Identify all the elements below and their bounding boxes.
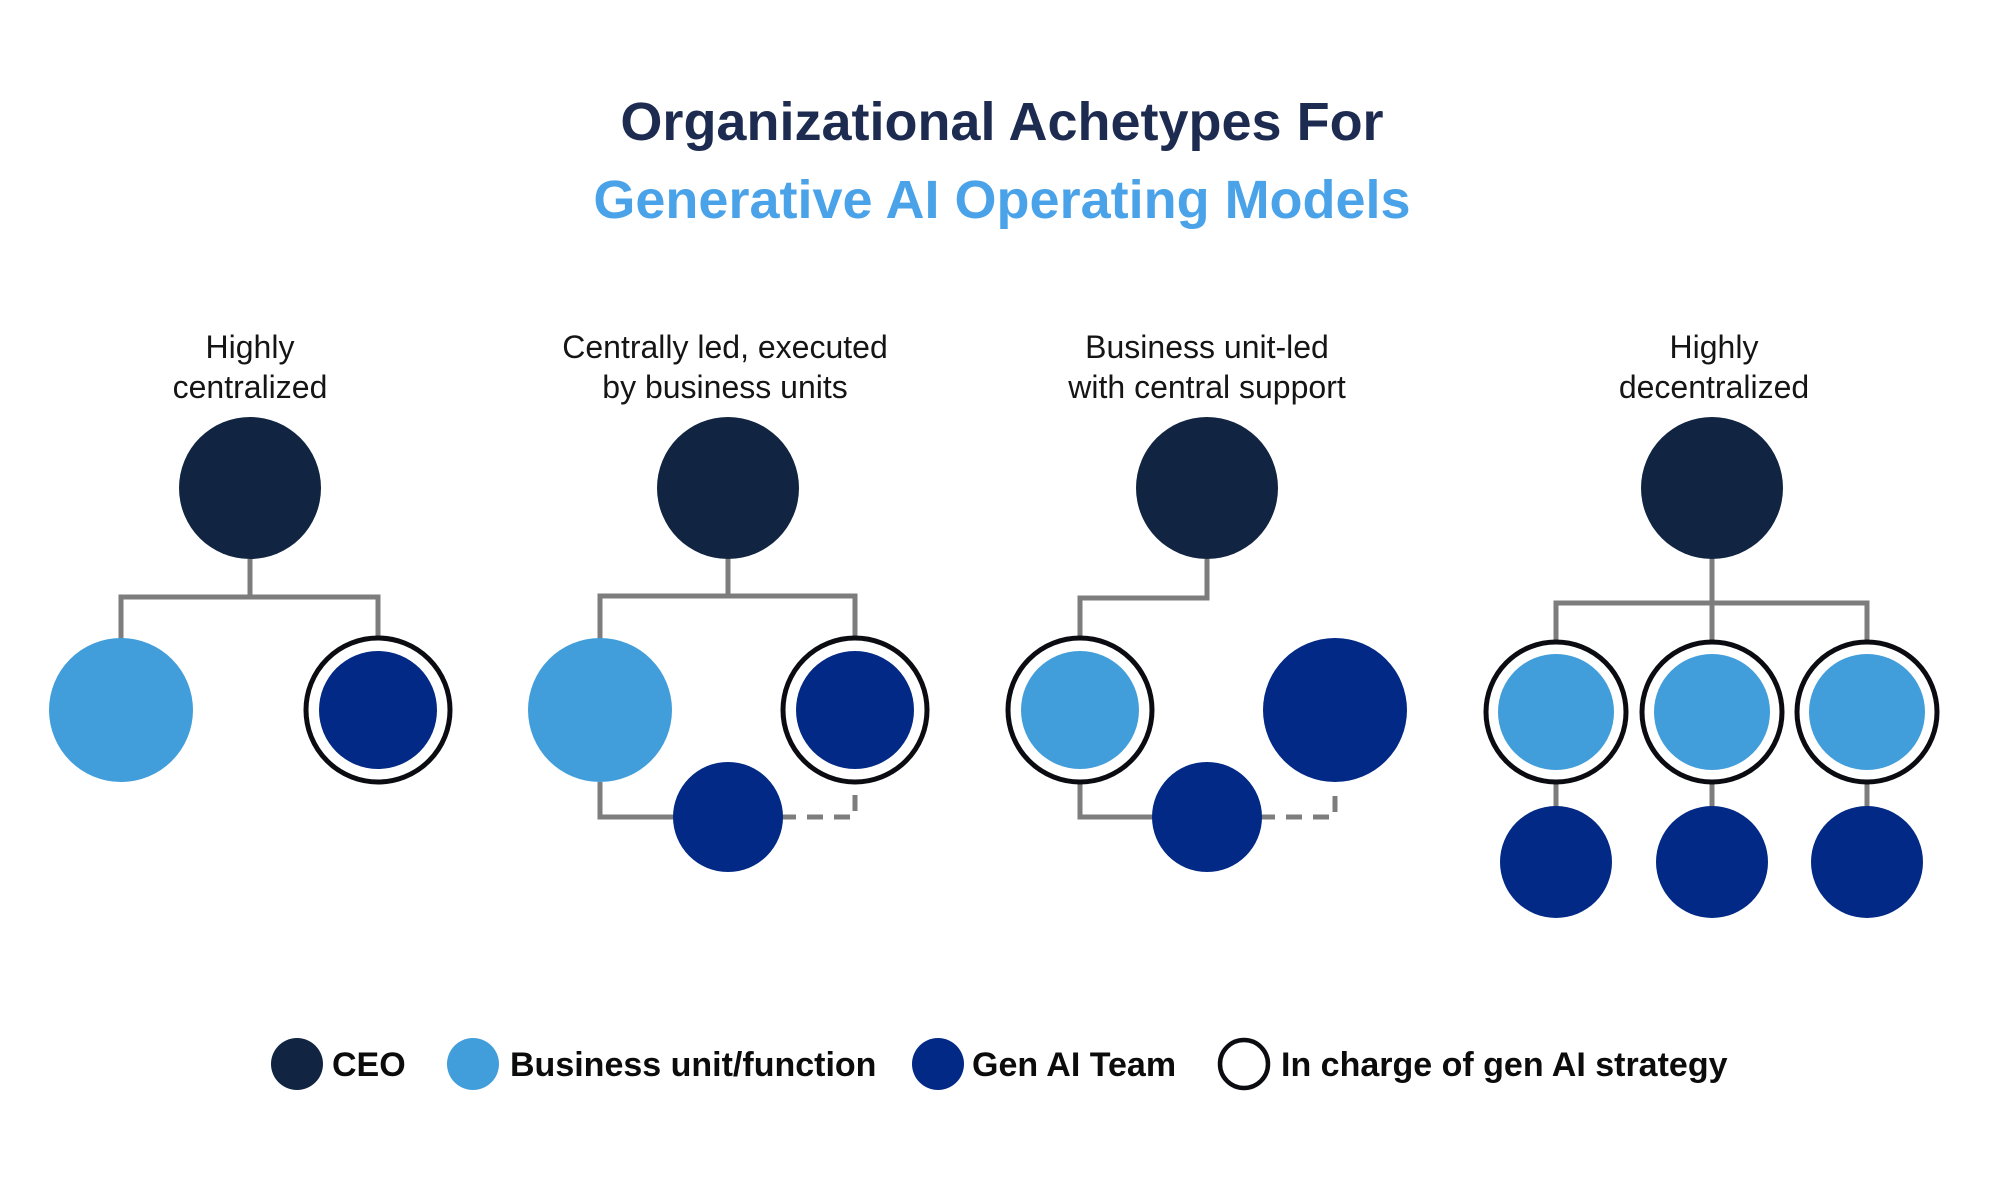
business-unit-node: [49, 638, 193, 782]
archetype-highly-centralized: Highly centralized: [49, 329, 453, 785]
legend-item: CEO: [271, 1038, 406, 1090]
ceo-node: [657, 417, 799, 559]
connector-line: [1077, 559, 1210, 640]
ceo-node: [1641, 417, 1783, 559]
archetype-highly-decentralized: Highly decentralized: [1483, 329, 1940, 918]
connector-line: [597, 782, 676, 820]
archetype-label-line: with central support: [1067, 369, 1346, 405]
legend: CEO Business unit/function Gen AI Team In c…: [271, 1037, 1728, 1091]
legend-label: Business unit/function: [510, 1046, 876, 1084]
business-unit-node: [1498, 654, 1614, 770]
connector-line-dashed: [1259, 786, 1338, 820]
ceo-node: [1136, 417, 1278, 559]
gen-ai-node: [1263, 638, 1407, 782]
archetype-label-line: Business unit-led: [1085, 329, 1329, 365]
connector-line: [118, 594, 381, 642]
gen-ai-node: [673, 762, 783, 872]
archetype-label-line: Highly: [1670, 329, 1759, 365]
archetype-label-line: Highly: [206, 329, 295, 365]
archetype-label-line: decentralized: [1619, 369, 1809, 405]
legend-item: In charge of gen AI strategy: [1217, 1037, 1728, 1091]
legend-item: Gen AI Team: [912, 1038, 1176, 1090]
legend-swatch-ceo-icon: [271, 1038, 323, 1090]
legend-label: CEO: [332, 1046, 406, 1084]
main-title-line-2: Generative AI Operating Models: [593, 170, 1410, 230]
gen-ai-node: [796, 651, 914, 769]
gen-ai-node: [1656, 806, 1768, 918]
legend-swatch-business-unit-icon: [447, 1038, 499, 1090]
archetype-label-line: Centrally led, executed: [562, 329, 888, 365]
business-unit-node: [528, 638, 672, 782]
legend-label: In charge of gen AI strategy: [1281, 1046, 1728, 1084]
gen-ai-node: [1811, 806, 1923, 918]
archetype-business-unit-led: Business unit-led with central support: [1005, 329, 1407, 872]
archetype-label-line: centralized: [173, 369, 328, 405]
archetype-label-line: by business units: [602, 369, 847, 405]
business-unit-node: [1809, 654, 1925, 770]
archetype-centrally-led: Centrally led, executed by business units: [528, 329, 930, 872]
business-unit-node: [1654, 654, 1770, 770]
main-title-line-1: Organizational Achetypes For: [620, 92, 1383, 152]
legend-label: Gen AI Team: [972, 1046, 1176, 1084]
business-unit-node: [1021, 651, 1139, 769]
connector-line-dashed: [780, 786, 858, 820]
legend-swatch-ring-icon: [1217, 1037, 1271, 1091]
archetype-charts: Highly centralized Centrally led, executed…: [49, 329, 1940, 918]
connector-line: [597, 593, 858, 642]
connector-line: [1077, 782, 1155, 820]
legend-item: Business unit/function: [447, 1038, 876, 1090]
gen-ai-node: [319, 651, 437, 769]
ceo-node: [179, 417, 321, 559]
gen-ai-node: [1152, 762, 1262, 872]
legend-swatch-gen-ai-icon: [912, 1038, 964, 1090]
gen-ai-node: [1500, 806, 1612, 918]
